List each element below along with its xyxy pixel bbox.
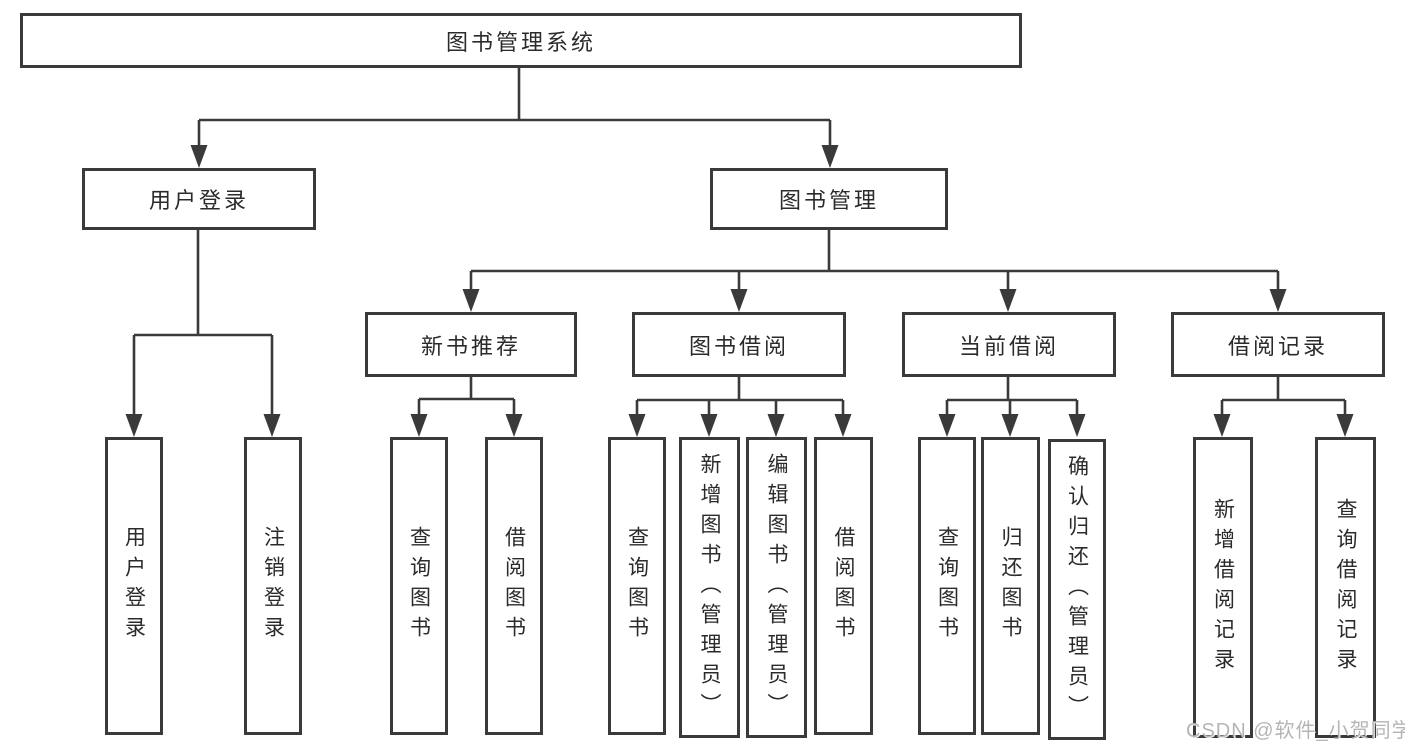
leaf-logout: 注销登录 xyxy=(244,437,302,735)
leaf-label: 编辑图书（管理员） xyxy=(765,452,788,723)
node-label: 用户登录 xyxy=(148,188,249,213)
arrowhead-down-icon xyxy=(1269,289,1287,312)
leaf-borrow-books: 借阅图书 xyxy=(485,437,543,735)
leaf-label: 用户登录 xyxy=(122,526,146,646)
leaf-borrow-books: 借阅图书 xyxy=(814,437,873,735)
arrowhead-down-icon xyxy=(410,414,428,437)
leaf-label: 新增借阅记录 xyxy=(1211,497,1235,678)
node-library-management-system: 图书管理系统 xyxy=(20,13,1022,68)
leaf-user-login: 用户登录 xyxy=(105,437,163,735)
leaf-query-books: 查询图书 xyxy=(608,437,666,735)
arrowhead-down-icon xyxy=(821,145,839,168)
node-label: 新书推荐 xyxy=(420,333,521,359)
arrowhead-down-icon xyxy=(125,414,143,437)
node-user-login: 用户登录 xyxy=(82,168,316,230)
arrowhead-down-icon xyxy=(505,414,523,437)
node-label: 图书管理 xyxy=(778,188,879,213)
arrowhead-down-icon xyxy=(700,414,718,437)
leaf-label: 新增图书（管理员） xyxy=(698,452,721,723)
node-book-management: 图书管理 xyxy=(710,168,948,230)
arrowhead-down-icon xyxy=(263,414,281,437)
connector-book-management-children xyxy=(469,230,1280,291)
leaf-add-borrow-record: 新增借阅记录 xyxy=(1193,437,1253,738)
leaf-label: 借阅图书 xyxy=(502,526,526,646)
leaf-query-books: 查询图书 xyxy=(390,437,448,735)
csdn-watermark: CSDN @软件_小贺同学 xyxy=(1186,720,1405,742)
arrowhead-down-icon xyxy=(730,289,748,312)
leaf-return-books: 归还图书 xyxy=(981,437,1040,735)
leaf-label: 查询图书 xyxy=(625,526,649,646)
leaf-add-books-admin: 新增图书（管理员） xyxy=(679,437,740,738)
leaf-edit-books-admin: 编辑图书（管理员） xyxy=(746,437,807,738)
arrowhead-down-icon xyxy=(462,289,480,312)
node-label: 借阅记录 xyxy=(1227,333,1328,359)
arrowhead-down-icon xyxy=(999,289,1017,312)
node-borrow-records: 借阅记录 xyxy=(1171,312,1385,377)
arrowhead-down-icon xyxy=(1213,414,1231,437)
connector-book-borrow-children xyxy=(635,377,845,416)
arrowhead-down-icon xyxy=(1001,414,1019,437)
leaf-query-books: 查询图书 xyxy=(918,437,976,735)
arrowhead-down-icon xyxy=(1336,414,1354,437)
leaf-label: 确认归还（管理员） xyxy=(1065,454,1089,725)
connector-root-to-level2 xyxy=(197,68,832,147)
node-label: 图书借阅 xyxy=(688,333,789,359)
connector-new-books-children xyxy=(417,377,516,416)
arrowhead-down-icon xyxy=(1068,414,1086,437)
leaf-confirm-return-admin: 确认归还（管理员） xyxy=(1048,439,1106,740)
leaf-label: 归还图书 xyxy=(999,526,1022,646)
arrowhead-down-icon xyxy=(834,414,852,437)
node-book-borrow: 图书借阅 xyxy=(632,312,846,377)
arrowhead-down-icon xyxy=(628,414,646,437)
node-label: 图书管理系统 xyxy=(445,29,596,55)
arrowhead-down-icon xyxy=(190,145,208,168)
leaf-label: 查询借阅记录 xyxy=(1334,497,1357,678)
arrowhead-down-icon xyxy=(767,414,785,437)
connector-borrow-records-children xyxy=(1220,377,1347,416)
arrowhead-down-icon xyxy=(938,414,956,437)
connector-current-borrow-children xyxy=(945,377,1079,416)
leaf-label: 注销登录 xyxy=(261,526,285,646)
leaf-label: 查询图书 xyxy=(407,526,431,646)
node-label: 当前借阅 xyxy=(958,333,1059,359)
connector-user-login-children xyxy=(132,230,274,416)
leaf-query-borrow-record: 查询借阅记录 xyxy=(1315,437,1376,738)
node-current-borrow: 当前借阅 xyxy=(902,312,1116,377)
node-new-book-recommend: 新书推荐 xyxy=(365,312,577,377)
leaf-label: 借阅图书 xyxy=(832,526,855,646)
leaf-label: 查询图书 xyxy=(935,526,959,646)
